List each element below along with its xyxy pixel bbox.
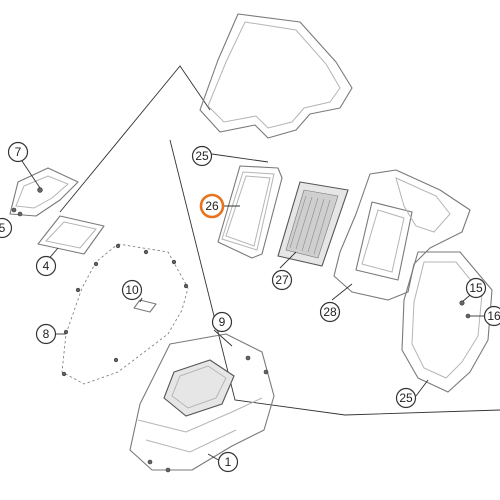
svg-text:10: 10 xyxy=(125,283,139,297)
filter-frame-26 xyxy=(217,165,283,259)
svg-text:5: 5 xyxy=(0,221,6,235)
callout-8: 8 xyxy=(35,323,57,345)
airbox-lid-outline xyxy=(61,243,189,385)
svg-text:15: 15 xyxy=(469,281,483,295)
callout-25-right: 25 xyxy=(395,387,417,409)
filter-frame-right xyxy=(401,251,493,393)
section-divider-lines xyxy=(59,65,500,416)
svg-text:27: 27 xyxy=(275,273,289,287)
callout-leaders xyxy=(56,153,429,397)
callout-15: 15 xyxy=(465,277,487,299)
gasket-plate-4 xyxy=(37,215,105,263)
callout-9: 9 xyxy=(211,311,233,333)
callout-1: 1 xyxy=(217,451,239,473)
svg-text:25: 25 xyxy=(399,391,413,405)
callout-27: 27 xyxy=(271,269,293,291)
svg-text:28: 28 xyxy=(323,305,337,319)
bracket-plate xyxy=(9,157,79,217)
svg-text:7: 7 xyxy=(15,145,22,159)
callout-25-top: 25 xyxy=(191,145,213,167)
air-filter-27 xyxy=(277,181,349,267)
svg-text:9: 9 xyxy=(219,315,226,329)
svg-text:16: 16 xyxy=(487,309,500,323)
callout-5: 5 xyxy=(0,217,13,239)
svg-text:25: 25 xyxy=(195,149,209,163)
svg-text:26: 26 xyxy=(205,199,219,213)
svg-text:4: 4 xyxy=(43,259,50,273)
airbox-housing-1 xyxy=(129,329,275,473)
filter-housing-28 xyxy=(333,169,471,301)
callout-16: 16 xyxy=(483,305,500,327)
callout-28: 28 xyxy=(319,301,341,323)
callout-4: 4 xyxy=(35,255,57,277)
filter-frame-top xyxy=(199,13,353,139)
svg-text:1: 1 xyxy=(225,455,232,469)
svg-text:8: 8 xyxy=(43,327,50,341)
callout-26: 26 xyxy=(199,193,225,219)
callout-10: 10 xyxy=(121,279,143,301)
callout-7: 7 xyxy=(7,141,29,163)
